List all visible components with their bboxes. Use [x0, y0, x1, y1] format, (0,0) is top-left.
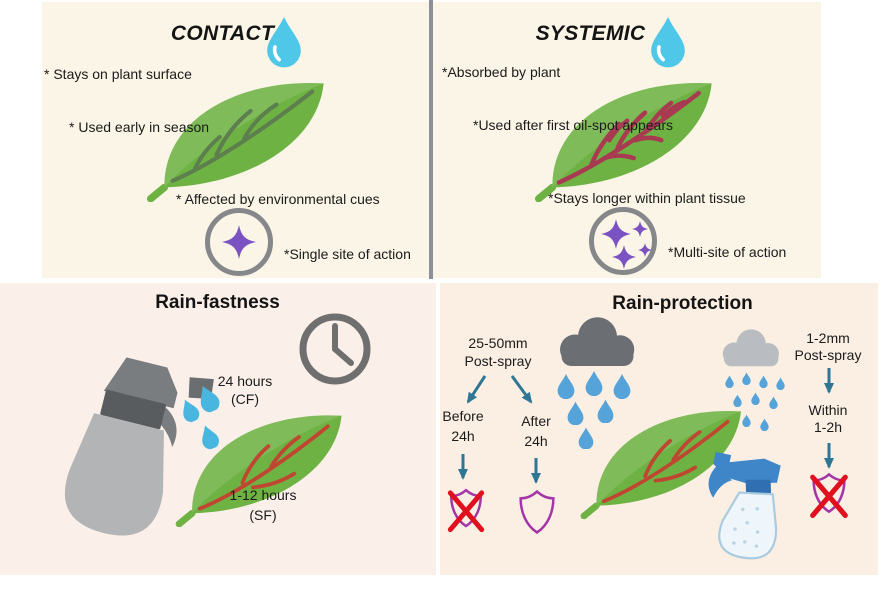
gray-spray-bottle-icon — [64, 357, 214, 536]
contact-fastness-duration: 24 hours — [217, 373, 273, 389]
down-arrow-icon — [458, 454, 468, 480]
spray-droplet-icon — [202, 425, 219, 450]
drizzle-drop-icon — [725, 375, 734, 388]
multi-site-icon — [589, 207, 657, 275]
rainprot-leaf-icon — [580, 410, 741, 519]
light-rain-cloud-icon — [722, 329, 779, 367]
sparkle-icon — [222, 225, 256, 259]
clock-icon — [299, 313, 371, 385]
after-label-line1: After — [521, 413, 551, 429]
drizzle-drop-icon — [751, 392, 760, 405]
drizzle-drop-icon — [759, 375, 768, 388]
systemic-panel: SYSTEMIC *Absorbed by plant *Used after … — [433, 2, 821, 278]
systemic-bullet-tissue: *Stays longer within plant tissue — [548, 190, 746, 206]
water-drop-icon — [651, 17, 685, 68]
contact-bullet-single-site: *Single site of action — [284, 246, 411, 262]
before-label-line1: Before — [442, 408, 484, 424]
contact-panel: CONTACT * Stays on plant surface * Used … — [42, 2, 429, 278]
drizzle-drop-icon — [742, 372, 751, 385]
down-arrow-icon — [824, 443, 834, 469]
contact-leaf-icon — [146, 82, 324, 202]
contact-fastness-code: (CF) — [231, 391, 259, 407]
down-arrow-icon — [824, 368, 834, 394]
systemic-fastness-code: (SF) — [249, 507, 277, 523]
panel-divider — [429, 0, 433, 279]
rain-fastness-title: Rain-fastness — [155, 292, 280, 313]
light-rain-amount: 1-2mm — [806, 330, 850, 346]
raindrop-icon — [557, 374, 575, 399]
no-protection-shield-icon — [810, 472, 848, 518]
down-arrow-icon — [531, 458, 541, 484]
raindrop-icon — [585, 371, 603, 396]
rain-protection-title: Rain-protection — [612, 293, 753, 314]
spray-droplet-icon — [183, 399, 200, 423]
systemic-bullet-oilspot: *Used after first oil-spot appears — [473, 117, 673, 133]
systemic-bullet-multi-site: *Multi-site of action — [668, 244, 787, 260]
contact-bullet-early: * Used early in season — [69, 119, 210, 135]
raindrop-icon — [613, 374, 631, 399]
blue-spray-bottle-icon — [708, 451, 781, 560]
rainfast-leaf-icon — [175, 415, 342, 527]
no-protection-shield-icon — [447, 488, 485, 533]
protection-shield-icon — [519, 489, 555, 534]
drizzle-drop-icon — [760, 418, 769, 431]
systemic-bullet-absorbed: *Absorbed by plant — [442, 64, 561, 80]
drizzle-drop-icon — [742, 414, 751, 427]
heavy-rain-amount: 25-50mm — [468, 335, 528, 351]
raindrop-icon — [578, 427, 594, 449]
sparkle-icon — [601, 219, 631, 249]
sparkle-icon — [612, 245, 636, 269]
within-label-line2: 1-2h — [813, 419, 843, 435]
contact-bullet-surface: * Stays on plant surface — [44, 66, 192, 82]
rain-protection-panel: Rain-protection 25-50mm Post-spray Befor… — [440, 283, 878, 575]
spray-droplet-icon — [200, 385, 220, 413]
light-rain-label: Post-spray — [794, 347, 862, 363]
dark-rain-cloud-icon — [560, 317, 635, 366]
rain-fastness-panel: Rain-fastness — [0, 283, 436, 575]
split-arrows-icon — [466, 375, 533, 404]
heavy-rain-label: Post-spray — [464, 353, 532, 369]
drizzle-drop-icon — [733, 394, 742, 407]
drizzle-drop-icon — [776, 377, 785, 390]
single-site-icon — [205, 208, 273, 276]
systemic-fastness-duration: 1-12 hours — [229, 487, 297, 503]
contact-bullet-environment: * Affected by environmental cues — [176, 191, 380, 207]
raindrop-icon — [567, 401, 584, 425]
water-drop-icon — [267, 17, 301, 68]
contact-title: CONTACT — [170, 22, 275, 45]
sparkle-icon — [638, 243, 652, 257]
systemic-leaf-icon — [534, 82, 712, 202]
raindrop-icon — [597, 399, 614, 423]
within-label-line1: Within — [808, 402, 848, 418]
sparkle-icon — [632, 221, 648, 237]
drizzle-drop-icon — [769, 396, 778, 409]
after-label-line2: 24h — [524, 433, 548, 449]
before-label-line2: 24h — [451, 428, 475, 444]
systemic-title: SYSTEMIC — [535, 22, 646, 45]
